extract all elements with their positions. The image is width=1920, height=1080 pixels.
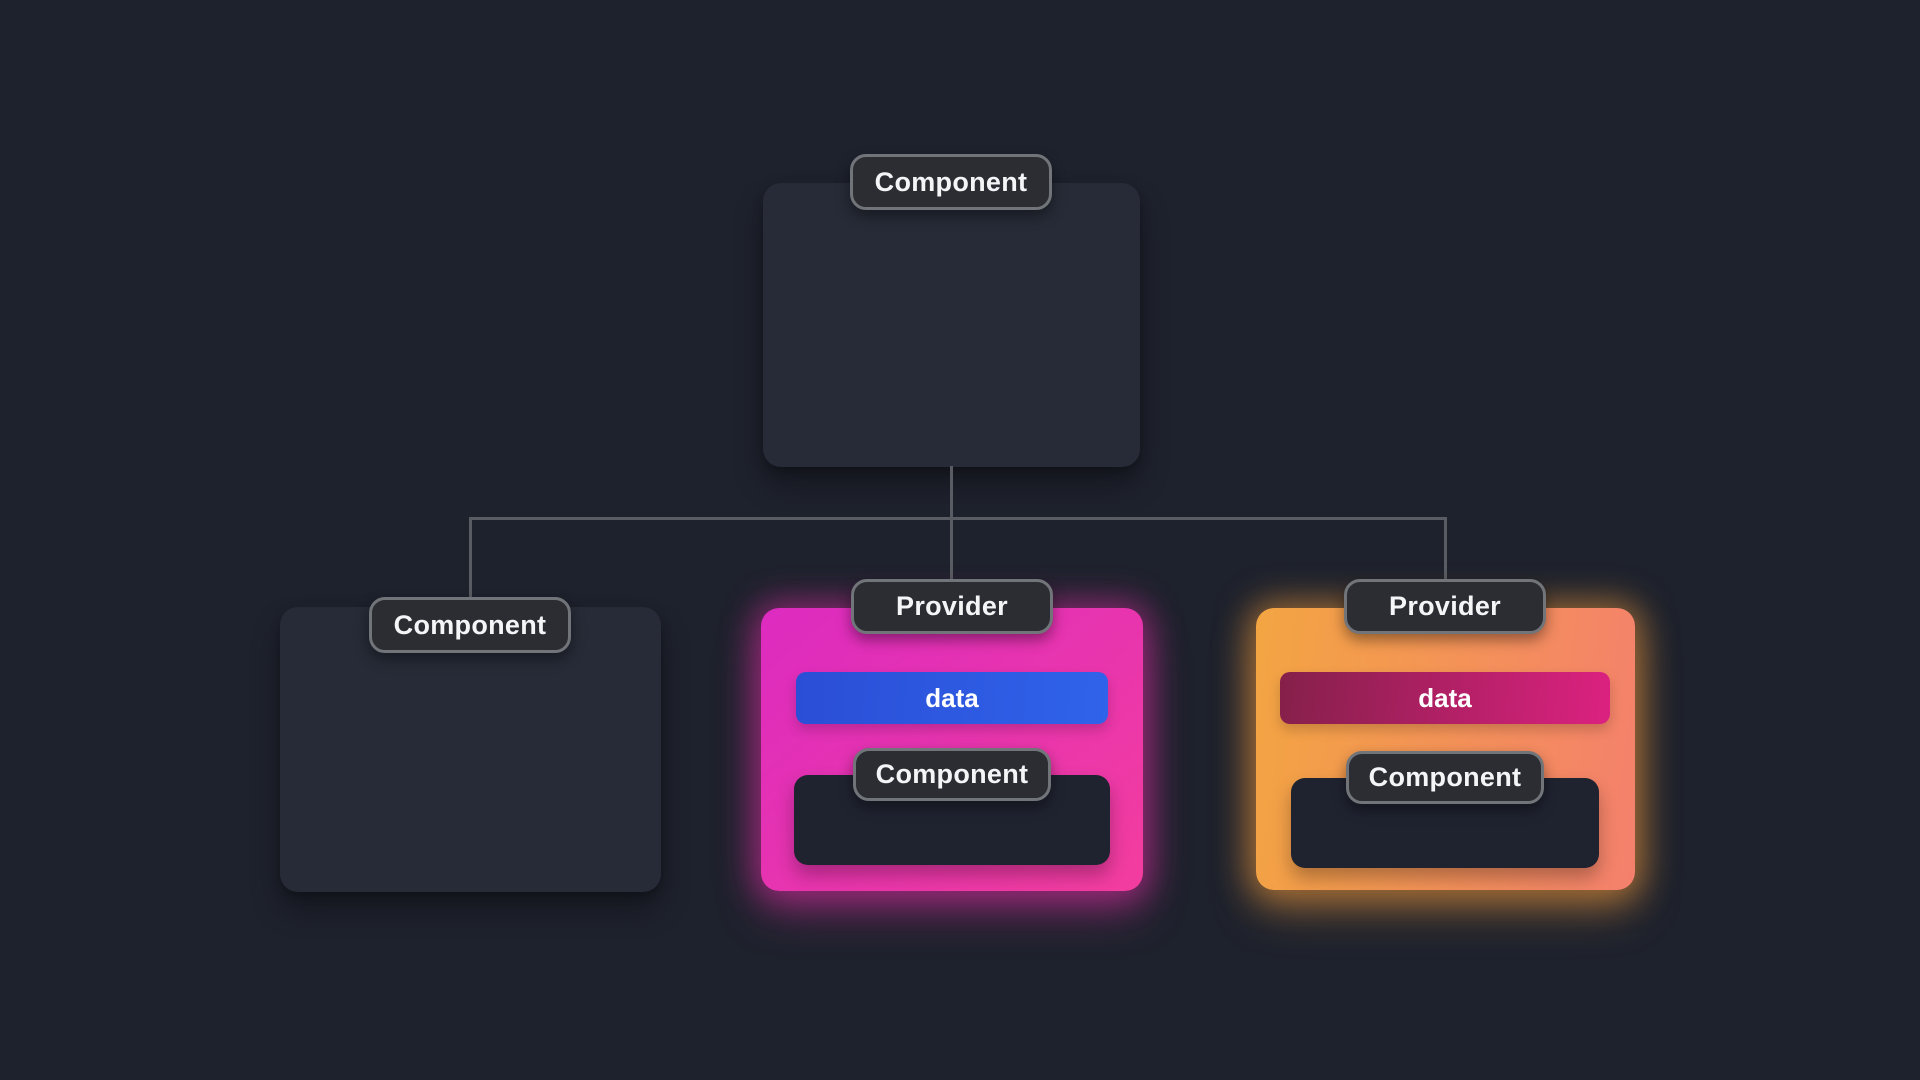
- blue-data-pill: data: [796, 672, 1108, 724]
- connector-middle-drop-line: [950, 517, 953, 582]
- connector-right-drop-line: [1444, 517, 1447, 582]
- pink-provider-nested-component-label-pill: Component: [853, 748, 1051, 801]
- pink-provider-label-pill: Provider: [851, 579, 1053, 634]
- root-component-card: [763, 183, 1140, 467]
- connector-branch-line: [469, 517, 1447, 520]
- orange-provider-nested-component-label-pill: Component: [1346, 751, 1544, 804]
- connector-left-drop-line: [469, 517, 472, 602]
- orange-provider-label-pill: Provider: [1344, 579, 1546, 634]
- crimson-data-pill: data: [1280, 672, 1610, 724]
- connector-root-drop-line: [950, 466, 953, 519]
- left-component-card: [280, 607, 661, 892]
- root-component-label-pill: Component: [850, 154, 1052, 210]
- left-component-label-pill: Component: [369, 597, 571, 653]
